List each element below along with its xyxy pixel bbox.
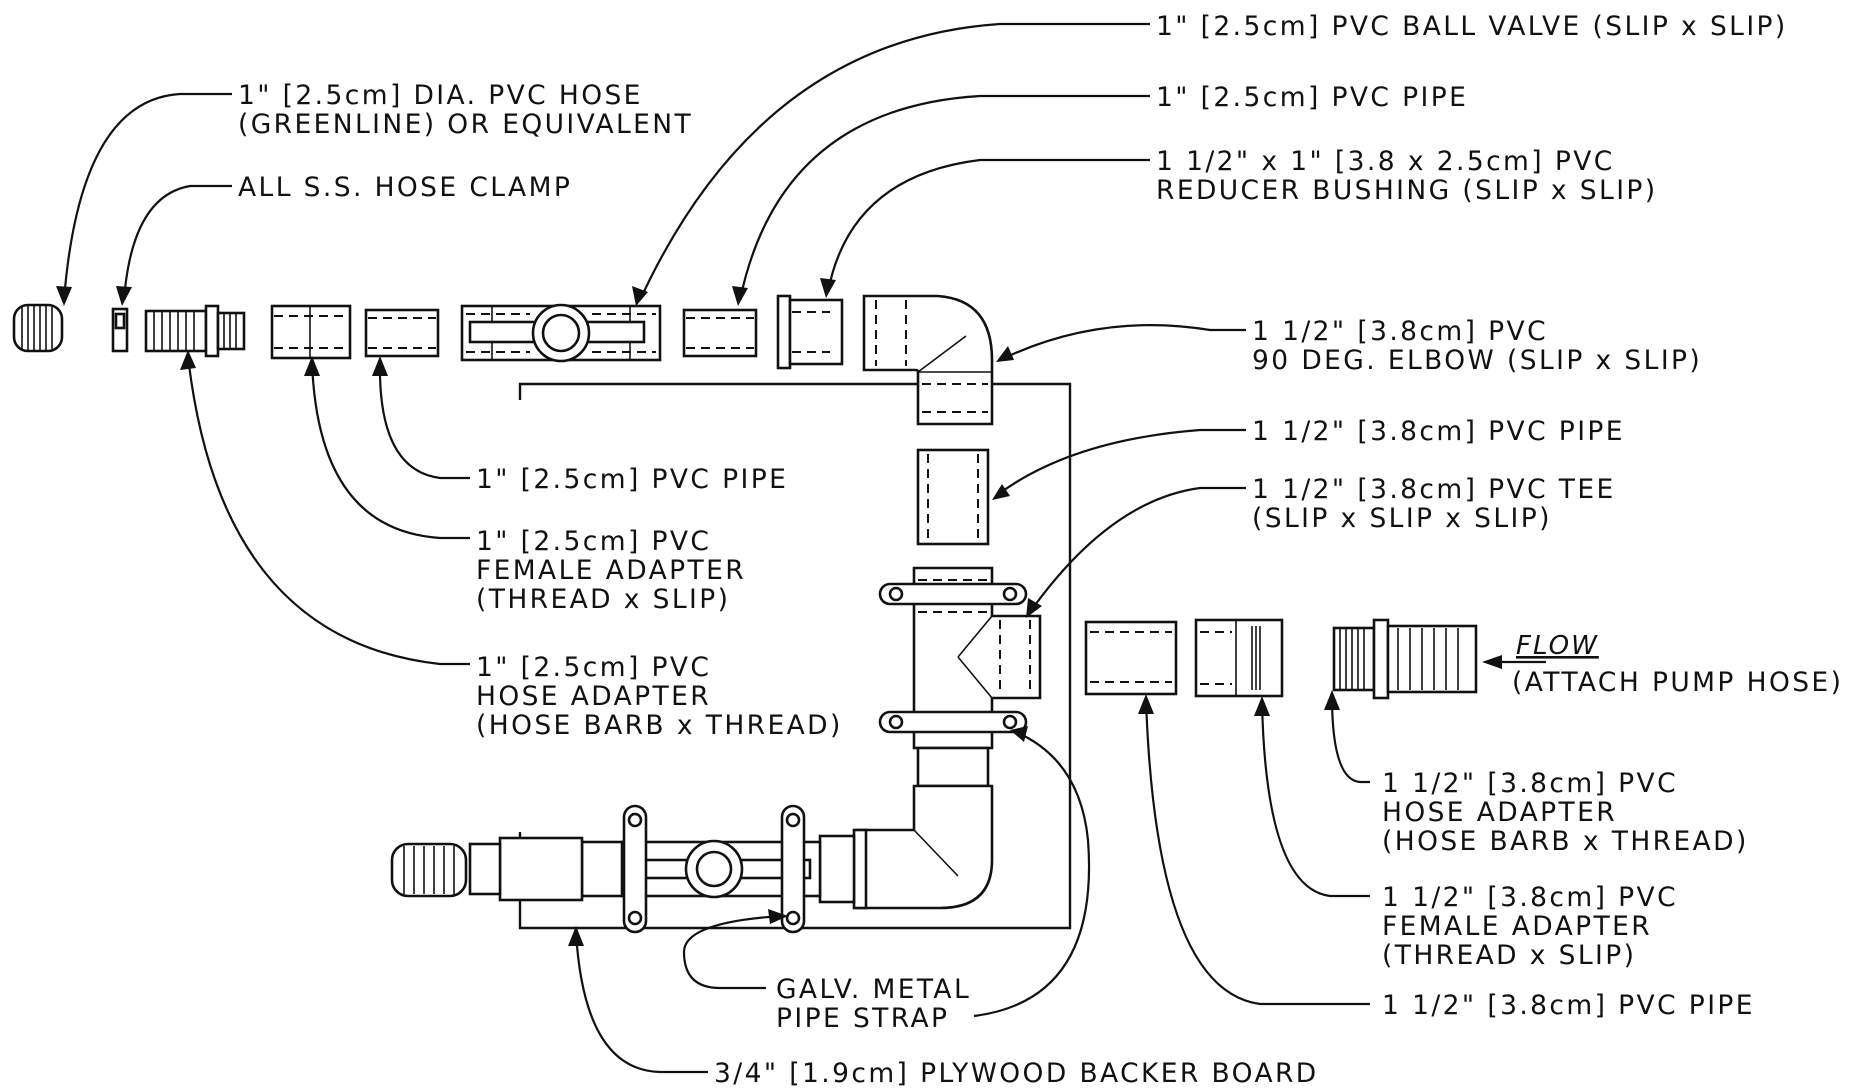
- label-line: HOSE ADAPTER: [1382, 797, 1617, 828]
- label-pvc-pipe-1in-top: 1" [2.5cm] PVC PIPE: [1156, 82, 1468, 113]
- label-line: 1 1/2" [3.8cm] PVC PIPE: [1252, 416, 1625, 447]
- pipe-strap-lower-right: [780, 804, 806, 934]
- label-line: 1 1/2" [3.8cm] PVC: [1382, 768, 1678, 799]
- label-line: (THREAD x SLIP): [1382, 940, 1636, 971]
- label-reducer-bushing: 1 1/2" x 1" [3.8 x 2.5cm] PVC REDUCER BU…: [1156, 146, 1658, 206]
- attach-pump-hose-label: (ATTACH PUMP HOSE): [1512, 667, 1843, 698]
- label-line: 1" [2.5cm] PVC PIPE: [1156, 82, 1468, 113]
- female-adapter-15in-part: [1194, 618, 1284, 698]
- label-line: FEMALE ADAPTER: [1382, 911, 1652, 942]
- label-line: 1 1/2" x 1" [3.8 x 2.5cm] PVC: [1156, 146, 1615, 177]
- label-line: (THREAD x SLIP): [476, 584, 730, 615]
- label-line: 1 1/2" [3.8cm] PVC: [1252, 316, 1548, 347]
- pipe-strap-lower-left: [622, 804, 648, 934]
- label-line: 1" [2.5cm] DIA. PVC HOSE: [238, 80, 643, 111]
- label-line: 1" [2.5cm] PVC: [476, 526, 711, 557]
- hose-clamp-part: [111, 307, 129, 353]
- hose-1in-part: [12, 303, 64, 353]
- label-line: 1" [2.5cm] PVC: [476, 652, 711, 683]
- reducer-bushing-part: [776, 294, 844, 370]
- label-line: 90 DEG. ELBOW (SLIP x SLIP): [1252, 345, 1702, 376]
- label-line: ALL S.S. HOSE CLAMP: [238, 172, 572, 203]
- hose-adapter-15in-part: [1332, 618, 1478, 700]
- label-hose-adapter-15in: 1 1/2" [3.8cm] PVC HOSE ADAPTER (HOSE BA…: [1382, 768, 1749, 857]
- lower-horizontal-assembly: [390, 828, 868, 910]
- ball-valve-1in-part: [460, 303, 662, 363]
- label-line: FEMALE ADAPTER: [476, 555, 746, 586]
- pvc-pipe-15in-lower-part: [1084, 620, 1178, 696]
- plywood-backer-board: [518, 382, 1072, 930]
- label-line: (HOSE BARB x THREAD): [476, 710, 843, 741]
- label-line: 3/4" [1.9cm] PLYWOOD BACKER BOARD: [714, 1058, 1319, 1088]
- elbow-lower-part: [856, 746, 994, 910]
- label-line: (SLIP x SLIP x SLIP): [1252, 503, 1552, 534]
- elbow-90-part: [862, 294, 994, 426]
- label-hose-adapter-1in: 1" [2.5cm] PVC HOSE ADAPTER (HOSE BARB x…: [476, 652, 843, 741]
- label-line: 1 1/2" [3.8cm] PVC: [1382, 882, 1678, 913]
- label-ball-valve-1in: 1" [2.5cm] PVC BALL VALVE (SLIP x SLIP): [1156, 11, 1788, 42]
- label-hose-1in: 1" [2.5cm] DIA. PVC HOSE (GREENLINE) OR …: [238, 80, 693, 140]
- pipe-strap-upper: [878, 582, 1028, 606]
- label-line: 1" [2.5cm] PVC PIPE: [476, 464, 788, 495]
- hose-adapter-1in-part: [144, 304, 246, 358]
- label-line: PIPE STRAP: [776, 1003, 949, 1034]
- label-line: 1" [2.5cm] PVC BALL VALVE (SLIP x SLIP): [1156, 11, 1788, 42]
- label-pipe-strap: GALV. METAL PIPE STRAP: [776, 974, 971, 1034]
- label-line: HOSE ADAPTER: [476, 681, 711, 712]
- label-flow: FLOW (ATTACH PUMP HOSE): [1512, 631, 1843, 698]
- label-female-adapter-1in: 1" [2.5cm] PVC FEMALE ADAPTER (THREAD x …: [476, 526, 746, 615]
- pvc-pipe-15in-upper-part: [916, 448, 990, 546]
- label-line: 1 1/2" [3.8cm] PVC TEE: [1252, 474, 1616, 505]
- label-tee-15in: 1 1/2" [3.8cm] PVC TEE (SLIP x SLIP x SL…: [1252, 474, 1616, 534]
- leader-lines: [56, 22, 1546, 1074]
- label-line: (HOSE BARB x THREAD): [1382, 826, 1749, 857]
- label-pvc-pipe-1in-mid: 1" [2.5cm] PVC PIPE: [476, 464, 788, 495]
- female-adapter-1in-part: [270, 304, 352, 360]
- label-pvc-pipe-15in-upper: 1 1/2" [3.8cm] PVC PIPE: [1252, 416, 1625, 447]
- pvc-pipe-1in-part: [364, 308, 440, 358]
- label-line: 1 1/2" [3.8cm] PVC PIPE: [1382, 990, 1755, 1021]
- pipe-strap-lower: [878, 710, 1028, 734]
- label-backer-board: 3/4" [1.9cm] PLYWOOD BACKER BOARD: [714, 1058, 1319, 1088]
- pvc-pipe-1in-upper-part: [682, 308, 758, 358]
- label-hose-clamp: ALL S.S. HOSE CLAMP: [238, 172, 572, 203]
- label-line: (GREENLINE) OR EQUIVALENT: [238, 109, 693, 140]
- label-elbow-90: 1 1/2" [3.8cm] PVC 90 DEG. ELBOW (SLIP x…: [1252, 316, 1702, 376]
- label-line: GALV. METAL: [776, 974, 971, 1005]
- flow-label: FLOW: [1516, 631, 1599, 661]
- label-line: REDUCER BUSHING (SLIP x SLIP): [1156, 175, 1658, 206]
- label-female-adapter-15in: 1 1/2" [3.8cm] PVC FEMALE ADAPTER (THREA…: [1382, 882, 1678, 971]
- label-pvc-pipe-15in-lower: 1 1/2" [3.8cm] PVC PIPE: [1382, 990, 1755, 1021]
